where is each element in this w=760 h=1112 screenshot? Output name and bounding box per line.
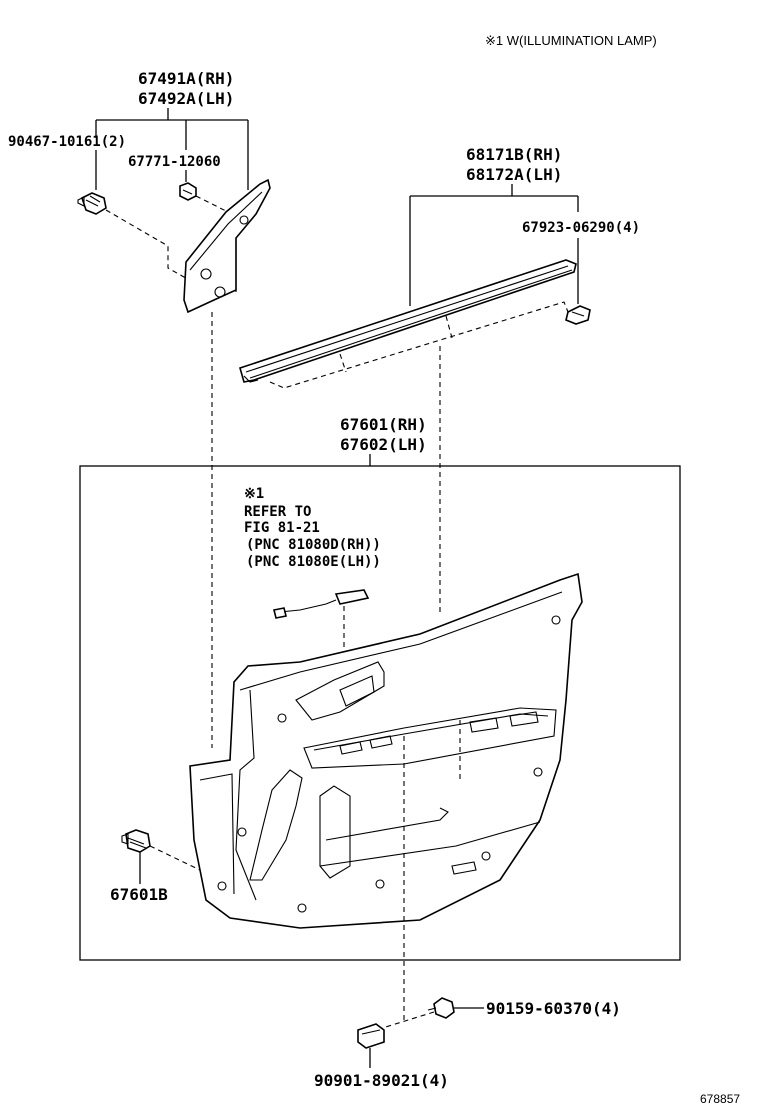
callout-bracket-68171b xyxy=(409,184,579,306)
callout-bracket-67491a xyxy=(95,108,249,190)
label-90467: 90467-10161(2) xyxy=(8,134,126,150)
reference-line-3: (PNC 81080D(RH)) xyxy=(246,537,381,553)
label-90159: 90159-60370(4) xyxy=(486,999,621,1018)
dash-moulding-ticks xyxy=(339,315,453,373)
dash-panel-to-fasteners xyxy=(403,720,461,1020)
label-67771: 67771-12060 xyxy=(128,154,221,170)
clip-67601b xyxy=(121,829,151,853)
door-trim-panel-part xyxy=(189,572,583,929)
door-panel-group-box xyxy=(79,465,681,961)
corner-garnish-part xyxy=(183,178,271,314)
clip-67923 xyxy=(565,305,591,325)
label-67492a: 67492A(LH) xyxy=(138,89,234,108)
reference-mark: ※1 xyxy=(244,486,264,502)
label-68171b: 68171B(RH) xyxy=(466,145,562,164)
reference-line-4: (PNC 81080E(LH)) xyxy=(246,554,381,570)
label-67601: 67601(RH) xyxy=(340,415,427,434)
illumination-lamp-wire xyxy=(273,589,370,619)
reference-line-2: FIG 81-21 xyxy=(244,520,320,536)
label-90901: 90901-89021(4) xyxy=(314,1071,449,1090)
label-67923: 67923-06290(4) xyxy=(522,220,640,236)
header-note: ※1 W(ILLUMINATION LAMP) xyxy=(485,33,657,48)
reference-line-1: REFER TO xyxy=(244,504,311,520)
label-67601b: 67601B xyxy=(110,885,168,904)
diagram-id: 678857 xyxy=(700,1092,740,1106)
dash-67601b-to-panel xyxy=(149,845,201,871)
clip-90467 xyxy=(77,192,107,215)
label-67602: 67602(LH) xyxy=(340,435,427,454)
belt-moulding-part xyxy=(239,259,577,383)
label-68172a: 68172A(LH) xyxy=(466,165,562,184)
nut-90901 xyxy=(357,1023,385,1049)
label-67491a: 67491A(RH) xyxy=(138,69,234,88)
dash-screw-to-nut xyxy=(375,1011,435,1031)
screw-90159 xyxy=(427,997,455,1019)
clip-67771 xyxy=(179,182,197,201)
